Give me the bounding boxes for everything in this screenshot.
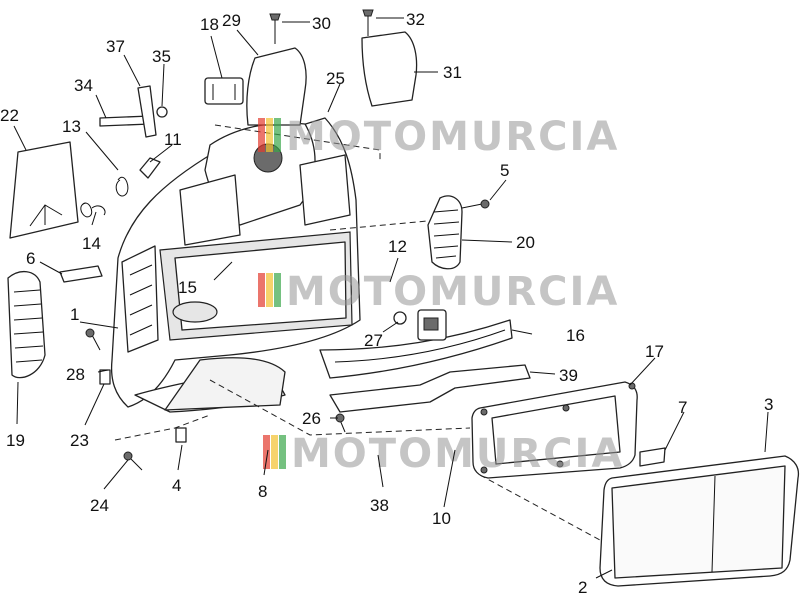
watermark-text: MOTOMURCIA [291, 431, 624, 477]
part-7-hinge [639, 447, 666, 467]
part-18-clip [204, 77, 244, 105]
callout-13: 13 [62, 117, 81, 136]
callout-6: 6 [26, 249, 35, 268]
part-17-frame [471, 381, 638, 479]
callout-23: 23 [70, 431, 89, 450]
watermark-top: MOTOMURCIA [258, 114, 619, 160]
part-16-trim [319, 319, 513, 379]
callout-10: 10 [432, 509, 451, 528]
part-39-gasket [329, 364, 531, 413]
part-37-lever [137, 85, 157, 138]
part-29-cover [246, 47, 307, 126]
callout-32: 32 [406, 10, 425, 29]
part-35-nut [156, 106, 168, 118]
part-22-panel [9, 141, 79, 239]
callout-29: 29 [222, 11, 241, 30]
callout-15: 15 [178, 278, 197, 297]
callout-37: 37 [106, 37, 125, 56]
part-14-spring [80, 202, 106, 218]
screws [85, 9, 490, 471]
watermark-text: MOTOMURCIA [286, 269, 619, 315]
callout-labels: 1 2 3 4 5 6 7 8 10 11 12 13 14 15 16 17 … [0, 10, 773, 597]
callout-31: 31 [443, 63, 462, 82]
callout-3: 3 [764, 395, 773, 414]
part-19-grille [7, 271, 46, 379]
part-11-clip [139, 157, 161, 179]
callout-16: 16 [566, 326, 585, 345]
part-12-latch [417, 309, 447, 341]
callout-20: 20 [516, 233, 535, 252]
callout-27: 27 [364, 331, 383, 350]
callout-11: 11 [164, 130, 182, 149]
callout-22: 22 [0, 106, 19, 125]
part-31-cover [361, 31, 418, 107]
callout-7: 7 [678, 398, 687, 417]
part-3-door [599, 455, 800, 587]
watermark-group: MOTOMURCIA MOTOMURCIA MOTOMURCIA [258, 114, 624, 477]
leader-lines [13, 17, 769, 579]
watermark-text: MOTOMURCIA [286, 114, 619, 160]
part-27-washer [393, 311, 407, 325]
callout-19: 19 [6, 431, 25, 450]
callout-18: 18 [200, 15, 219, 34]
callout-14: 14 [82, 234, 101, 253]
part-13-spring [115, 176, 129, 197]
part-20-grille [427, 195, 463, 270]
part-6-bracket [59, 265, 103, 283]
callout-24: 24 [90, 496, 109, 515]
watermark-middle: MOTOMURCIA [258, 269, 619, 315]
callout-25: 25 [326, 69, 345, 88]
callout-2: 2 [578, 578, 587, 597]
callout-34: 34 [74, 76, 93, 95]
callout-12: 12 [388, 237, 407, 256]
callout-28: 28 [66, 365, 85, 384]
callout-26: 26 [302, 409, 321, 428]
callout-1: 1 [70, 305, 79, 324]
watermark-bottom: MOTOMURCIA [263, 431, 624, 477]
callout-39: 39 [559, 366, 578, 385]
callout-4: 4 [172, 476, 181, 495]
callout-38: 38 [370, 496, 389, 515]
callout-8: 8 [258, 482, 267, 501]
callout-5: 5 [500, 161, 509, 180]
callout-35: 35 [152, 47, 171, 66]
callout-30: 30 [312, 14, 331, 33]
callout-17: 17 [645, 342, 664, 361]
